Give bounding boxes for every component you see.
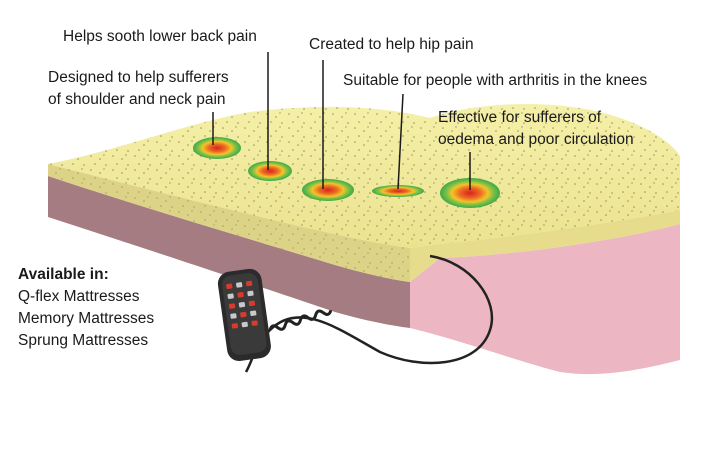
- callout-hip: Created to help hip pain: [309, 36, 474, 53]
- callout-knees: Suitable for people with arthritis in th…: [343, 72, 648, 89]
- callout-shoulder-line2: of shoulder and neck pain: [48, 91, 226, 108]
- callout-shoulder-line1: Designed to help sufferers: [48, 69, 229, 86]
- hotspot-hip: [302, 179, 354, 201]
- remote-control: [217, 268, 271, 362]
- hotspot-knees: [372, 185, 424, 197]
- availability-heading: Available in:: [18, 266, 109, 283]
- hotspot-lower-back: [248, 161, 292, 181]
- hotspot-shoulder: [193, 137, 241, 159]
- availability-list: Available in: Q-flex Mattresses Memory M…: [18, 264, 154, 352]
- callout-lower-back: Helps sooth lower back pain: [63, 28, 257, 45]
- callout-oedema-line1: Effective for sufferers of: [438, 109, 602, 126]
- foam-edge-front-texture: [48, 164, 410, 282]
- hotspot-oedema: [440, 178, 500, 208]
- callout-oedema-line2: oedema and poor circulation: [438, 131, 634, 148]
- base-layer-side: [410, 224, 680, 375]
- leader-knees: [397, 93, 404, 190]
- remote-cord-coil: [268, 309, 333, 331]
- availability-item: Memory Mattresses: [18, 310, 155, 327]
- availability-item: Sprung Mattresses: [18, 332, 149, 349]
- foam-edge-side: [410, 210, 680, 282]
- base-layer-front: [48, 176, 410, 328]
- availability-item: Q-flex Mattresses: [18, 288, 140, 305]
